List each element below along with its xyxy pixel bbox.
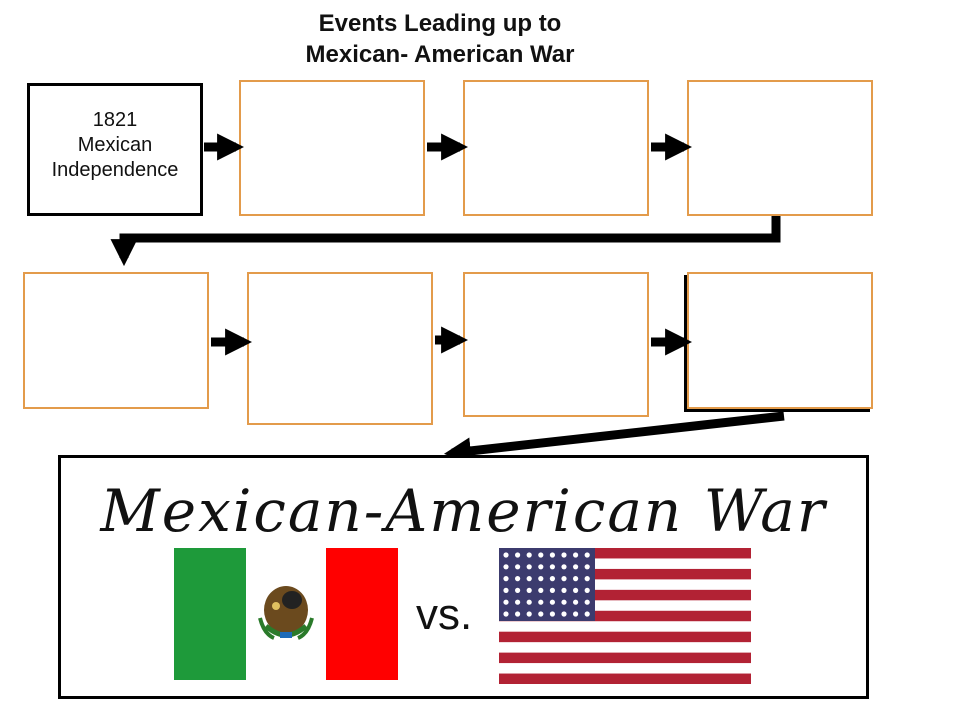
title-line-1: Events Leading up to xyxy=(318,10,562,37)
event-box-1821-mexican-independence: 1821 Mexican Independence xyxy=(27,83,203,216)
arrow-4-to-5 xyxy=(110,216,781,267)
page-title: Events Leading up to Mexican- American W… xyxy=(240,8,640,70)
event-label-line-1: Mexican xyxy=(77,134,153,156)
mexico-coat-of-arms-icon xyxy=(258,586,314,640)
event-box-blank-6[interactable] xyxy=(247,272,433,425)
vs-label: vs. xyxy=(416,590,473,639)
arrow-8-to-banner xyxy=(443,411,785,465)
event-label-line-2: Independence xyxy=(51,159,179,181)
event-box-blank-2[interactable] xyxy=(239,80,425,216)
banner-title: Mexican-American War xyxy=(100,477,827,545)
event-box-blank-4[interactable] xyxy=(687,80,873,216)
event-box-blank-8[interactable] xyxy=(687,272,873,409)
event-year: 1821 xyxy=(92,109,138,131)
us-flag-icon xyxy=(499,548,751,684)
event-box-blank-3[interactable] xyxy=(463,80,649,216)
event-box-blank-7[interactable] xyxy=(463,272,649,417)
title-line-2: Mexican- American War xyxy=(305,41,575,68)
mexico-flag-icon xyxy=(174,548,398,680)
mexican-american-war-banner: Mexican-American War vs. xyxy=(58,455,869,699)
event-box-blank-5[interactable] xyxy=(23,272,209,409)
